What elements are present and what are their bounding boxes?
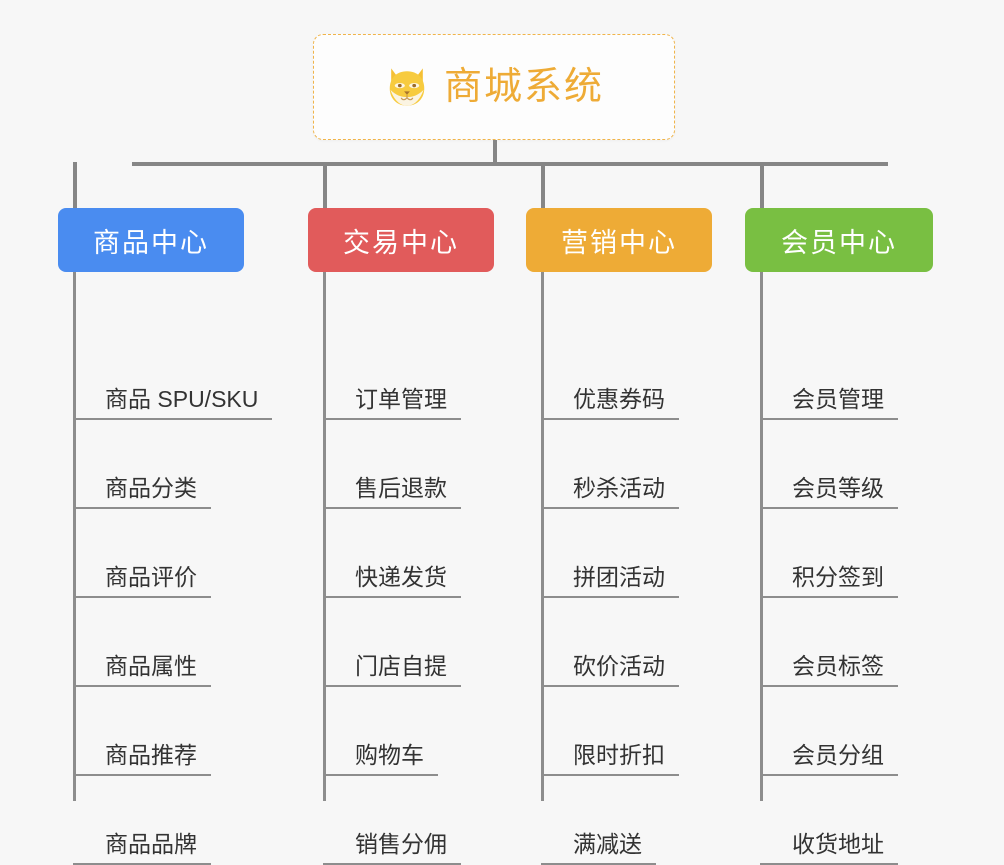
- leaf-item[interactable]: 售后退款: [323, 465, 461, 509]
- root-stem-connector: [493, 140, 497, 165]
- root-label: 商城系统: [443, 66, 604, 108]
- leaf-label: 门店自提: [323, 653, 461, 687]
- branch-column-3: 营销中心优惠券码秒杀活动拼团活动砍价活动限时折扣满减送: [526, 208, 712, 865]
- branch-drop-connector: [541, 162, 545, 208]
- leaf-label: 会员管理: [760, 386, 898, 420]
- leaf-item[interactable]: 商品评价: [73, 554, 211, 598]
- leaf-item[interactable]: 商品分类: [73, 465, 211, 509]
- shiba-dog-face-icon: [389, 68, 425, 106]
- leaf-label: 商品评价: [73, 564, 211, 598]
- leaf-label: 收货地址: [760, 831, 898, 865]
- branch-spine-3: [541, 272, 544, 801]
- root-node[interactable]: 商城系统: [313, 34, 675, 140]
- leaf-item[interactable]: 秒杀活动: [541, 465, 679, 509]
- leaf-label: 限时折扣: [541, 742, 679, 776]
- leaf-item[interactable]: 商品品牌: [73, 821, 211, 865]
- leaf-label: 商品品牌: [73, 831, 211, 865]
- leaf-label: 商品 SPU/SKU: [73, 386, 273, 420]
- branch-spine-4: [760, 272, 763, 801]
- leaf-item[interactable]: 会员分组: [760, 732, 898, 776]
- branch-column-1: 商品中心商品 SPU/SKU 商品分类商品评价商品属性商品推荐商品品牌: [58, 208, 273, 865]
- branch-spine-2: [323, 272, 326, 801]
- leaf-label: 商品属性: [73, 653, 211, 687]
- leaf-label: 订单管理: [323, 386, 461, 420]
- branch-drop-connector: [760, 162, 764, 208]
- leaf-item[interactable]: 拼团活动: [541, 554, 679, 598]
- leaf-item[interactable]: 会员标签: [760, 643, 898, 687]
- leaf-item[interactable]: 购物车: [323, 732, 438, 776]
- leaf-item[interactable]: 满减送: [541, 821, 656, 865]
- leaf-item[interactable]: 销售分佣: [323, 821, 461, 865]
- leaf-item[interactable]: 商品属性: [73, 643, 211, 687]
- branch-drop-connector: [323, 162, 327, 208]
- leaf-label: 商品分类: [73, 475, 211, 509]
- branch-header-2[interactable]: 交易中心: [308, 208, 494, 272]
- leaf-label: 会员标签: [760, 653, 898, 687]
- branch-header-4[interactable]: 会员中心: [745, 208, 933, 272]
- leaf-label: 秒杀活动: [541, 475, 679, 509]
- leaf-label: 会员分组: [760, 742, 898, 776]
- leaf-item[interactable]: 收货地址: [760, 821, 898, 865]
- leaf-item[interactable]: 砍价活动: [541, 643, 679, 687]
- leaf-label: 拼团活动: [541, 564, 679, 598]
- mindmap-canvas: 商城系统 商品中心商品 SPU/SKU 商品分类商品评价商品属性商品推荐商品品牌 交…: [58, 34, 933, 865]
- leaf-label: 销售分佣: [323, 831, 461, 865]
- leaf-label: 满减送: [541, 831, 656, 865]
- leaf-item[interactable]: 会员等级: [760, 465, 898, 509]
- leaf-item[interactable]: 门店自提: [323, 643, 461, 687]
- leaf-label: 商品推荐: [73, 742, 211, 776]
- branch-header-3[interactable]: 营销中心: [526, 208, 712, 272]
- leaf-item[interactable]: 积分签到: [760, 554, 898, 598]
- leaf-item[interactable]: 会员管理: [760, 376, 898, 420]
- leaf-item[interactable]: 限时折扣: [541, 732, 679, 776]
- branch-bus-connector: [132, 162, 888, 166]
- leaf-label: 售后退款: [323, 475, 461, 509]
- leaf-item[interactable]: 订单管理: [323, 376, 461, 420]
- branch-column-2: 交易中心订单管理售后退款快递发货门店自提购物车销售分佣: [308, 208, 494, 865]
- leaf-label: 购物车: [323, 742, 438, 776]
- branch-drop-connector: [73, 162, 77, 208]
- leaf-label: 砍价活动: [541, 653, 679, 687]
- leaf-item[interactable]: 商品推荐: [73, 732, 211, 776]
- leaf-item[interactable]: 快递发货: [323, 554, 461, 598]
- leaf-label: 积分签到: [760, 564, 898, 598]
- leaf-label: 快递发货: [323, 564, 461, 598]
- leaf-label: 会员等级: [760, 475, 898, 509]
- branch-header-1[interactable]: 商品中心: [58, 208, 244, 272]
- leaf-label: 优惠券码: [541, 386, 679, 420]
- leaf-item[interactable]: 商品 SPU/SKU: [73, 376, 273, 420]
- branch-spine-1: [73, 272, 76, 801]
- branch-column-4: 会员中心会员管理会员等级积分签到会员标签会员分组收货地址: [745, 208, 933, 865]
- leaf-item[interactable]: 优惠券码: [541, 376, 679, 420]
